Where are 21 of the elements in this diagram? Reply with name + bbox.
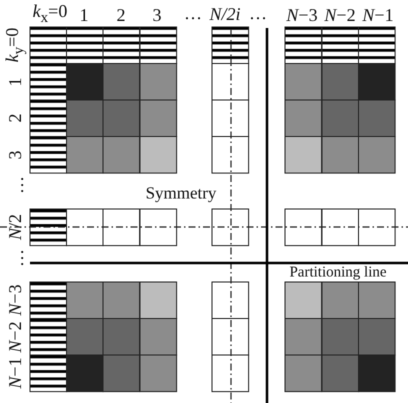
ellipsis: … <box>8 249 26 267</box>
column-index: N/2i <box>210 5 240 23</box>
ellipsis: … <box>8 176 26 194</box>
annotation-label: Symmetry <box>146 184 216 202</box>
column-index: N−3 <box>286 6 318 24</box>
column-index: N−1 <box>362 6 394 24</box>
column-index: 1 <box>80 6 88 24</box>
row-index: N/2 <box>6 214 24 240</box>
row-index: 3 <box>6 150 24 160</box>
row-index: 1 <box>6 78 24 86</box>
row-index: N−1 <box>6 357 24 389</box>
annotation-label: Partitioning line <box>288 266 388 280</box>
ellipsis: … <box>249 4 267 22</box>
column-index: 2 <box>116 6 126 24</box>
row-index: N−3 <box>6 284 24 316</box>
row-index: 2 <box>6 114 24 122</box>
axis-label: k$_{x}$=0 <box>32 2 68 26</box>
ellipsis: … <box>184 4 202 22</box>
row-index: N−2 <box>6 321 24 353</box>
column-index: N−2 <box>324 6 356 24</box>
column-index: 3 <box>152 6 162 24</box>
